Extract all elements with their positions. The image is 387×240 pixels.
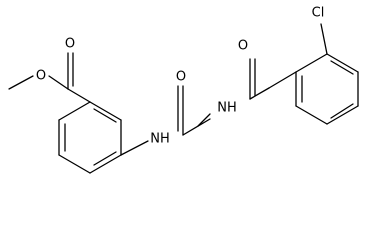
bond-ring-to-cl — [320, 23, 328, 55]
ring-b-bond-6 — [295, 53, 328, 73]
ring-b-double-3 — [330, 60, 354, 75]
ring-b-bond-5 — [326, 53, 359, 73]
bond-o-ester-carbon — [48, 75, 69, 90]
ring-a-bond-3 — [89, 154, 122, 174]
atom-o-benzoyl-carbonyl: O — [238, 39, 248, 54]
ring-b-double-2 — [330, 103, 354, 119]
ring-a-bond-4 — [58, 154, 91, 174]
structure-canvas: O O O O NH NH Cl — [8, 6, 359, 174]
bond-ring-a-to-nh — [120, 140, 149, 156]
molecule-structure: O O O O NH NH Cl — [8, 6, 359, 174]
atom-cl: Cl — [312, 6, 325, 21]
atom-o-ester-carbonyl: O — [65, 37, 75, 52]
ring-a-double-2 — [93, 151, 117, 166]
atom-o-urea-carbonyl: O — [176, 70, 186, 85]
atom-o-ester-ether: O — [36, 69, 46, 84]
atom-n-imide: NH — [217, 101, 237, 116]
ring-a-double-1 — [93, 108, 117, 123]
ring-b-bond-2 — [295, 105, 328, 125]
bond-urea-c-to-nh — [182, 118, 211, 136]
bond-nh-to-benzoyl-c — [249, 87, 270, 100]
ring-b-bond-3 — [326, 105, 359, 125]
bond-methyl-o — [8, 75, 34, 90]
ring-a-bond-6 — [58, 101, 91, 121]
bond-ester-to-ring — [67, 88, 91, 103]
bond-benzoyl-to-ring — [268, 71, 297, 89]
atom-n-anilide: NH — [150, 132, 170, 147]
ring-a-bond-1 — [89, 101, 122, 121]
bond-nh-to-urea-c — [197, 113, 211, 127]
